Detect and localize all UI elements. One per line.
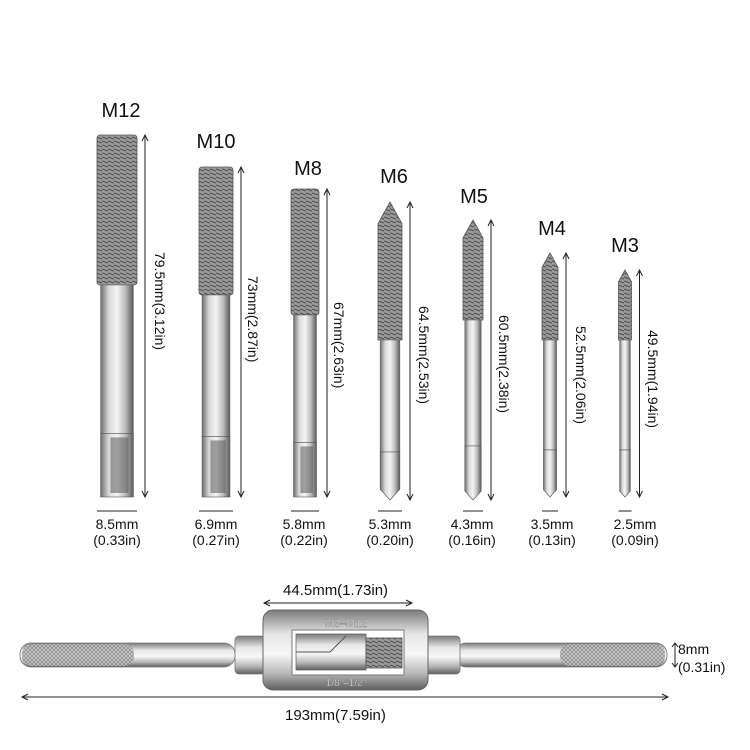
- tap-thread: [541, 252, 559, 341]
- tap-length-m4: 52.5mm(2.06in): [573, 326, 589, 425]
- tap-length-m12: 79.5mm(3.12in): [152, 252, 168, 351]
- tap-length-arrow-top: [237, 165, 245, 174]
- wrench-left-collar: [234, 635, 266, 675]
- tap-thread: [290, 188, 320, 316]
- tap-length-m10: 73mm(2.87in): [245, 276, 261, 363]
- tap-square-face: [110, 437, 129, 493]
- tap-length-m5: 60.5mm(2.38in): [496, 315, 512, 414]
- tap-length-arrow-bottom: [487, 493, 495, 502]
- tap-size-m6: M6: [380, 166, 408, 188]
- tap-thread: [198, 166, 234, 296]
- tap-length-m6: 64.5mm(2.53in): [416, 306, 432, 405]
- tap-size-m10: M10: [196, 131, 236, 153]
- wrench-right-knurl: [560, 644, 665, 666]
- tap-square-drive: [379, 451, 401, 501]
- total-length-arrows: [20, 693, 670, 701]
- tap-shank: [293, 314, 317, 443]
- tap-size-m5: M5: [460, 186, 488, 208]
- tap-length-arrow-top: [141, 133, 149, 142]
- tap-length-arrow-top: [636, 268, 643, 277]
- tap-wrench: M3–M12 1/8"–1/2": [19, 599, 679, 701]
- tap-size-m3: M3: [611, 235, 639, 257]
- wrench-handle-diameter-label: 8mm(0.31in): [678, 641, 726, 675]
- tap-diameter-m12: 8.5mm(0.33in): [93, 516, 141, 548]
- tap-diameter-m5: 4.3mm(0.16in): [448, 516, 496, 548]
- tap-length-arrow-bottom: [562, 490, 570, 499]
- tap-length-m8: 67mm(2.63in): [331, 302, 347, 389]
- wrench-engraving-size: M3–M12: [325, 618, 368, 630]
- tap-length-arrow-top: [406, 200, 414, 209]
- tap-thread: [96, 134, 138, 286]
- tap-diameter-m6: 5.3mm(0.20in): [366, 516, 414, 548]
- handle-diameter-arrows: [671, 642, 679, 668]
- tap-shank: [619, 339, 631, 451]
- tap-size-m4: M4: [538, 218, 566, 240]
- tap-m6: [377, 200, 414, 512]
- tap-diameter-m10: 6.9mm(0.27in): [192, 516, 240, 548]
- tap-size-m8: M8: [294, 158, 322, 180]
- tap-shank: [100, 284, 134, 434]
- tap-diameter-m8: 5.8mm(0.22in): [280, 516, 328, 548]
- tap-length-arrow-bottom: [237, 490, 245, 499]
- tap-length-m3: 49.5mm(1.94in): [645, 330, 661, 429]
- tap-length-arrow-bottom: [141, 490, 149, 499]
- tap-m3: [618, 268, 643, 512]
- jaw-width-arrows: [262, 599, 414, 607]
- tap-square-face: [210, 440, 226, 493]
- tap-square-drive: [543, 449, 557, 498]
- tap-length-arrow-bottom: [406, 493, 414, 502]
- tap-thread: [462, 219, 484, 321]
- tap-thread: [377, 201, 403, 341]
- tap-length-arrow-top: [562, 251, 570, 260]
- tap-square-face: [300, 446, 314, 493]
- tap-m10: [198, 165, 245, 512]
- tap-diameter-m3: 2.5mm(0.09in): [611, 516, 659, 548]
- tap-shank: [464, 319, 482, 447]
- tap-square-drive: [619, 449, 631, 498]
- tap-thread: [618, 269, 632, 341]
- tap-length-arrow-top: [323, 187, 331, 196]
- tap-shank: [201, 294, 231, 437]
- wrench-jaw-width-label: 44.5mm(1.73in): [283, 582, 389, 599]
- tap-length-arrow-top: [487, 218, 495, 227]
- tap-size-m12: M12: [101, 100, 141, 122]
- tap-length-arrow-bottom: [636, 490, 643, 499]
- tap-diameter-m4: 3.5mm(0.13in): [528, 516, 576, 548]
- tap-length-arrow-bottom: [323, 490, 331, 499]
- tap-shank: [543, 339, 557, 451]
- wrench-right-collar: [424, 635, 461, 675]
- tap-m4: [541, 251, 570, 512]
- tap-shank: [379, 339, 401, 453]
- tap-m8: [290, 187, 331, 512]
- tap-square-drive: [464, 445, 482, 501]
- tap-m5: [462, 218, 495, 512]
- wrench-jaw-screw: [365, 637, 403, 669]
- wrench-engraving-range: 1/8"–1/2": [326, 678, 367, 689]
- wrench-left-knurl: [22, 644, 134, 666]
- tap-m12: [96, 133, 149, 512]
- wrench-jaw-notch: [296, 635, 347, 653]
- wrench-total-length-label: 193mm(7.59in): [285, 707, 386, 724]
